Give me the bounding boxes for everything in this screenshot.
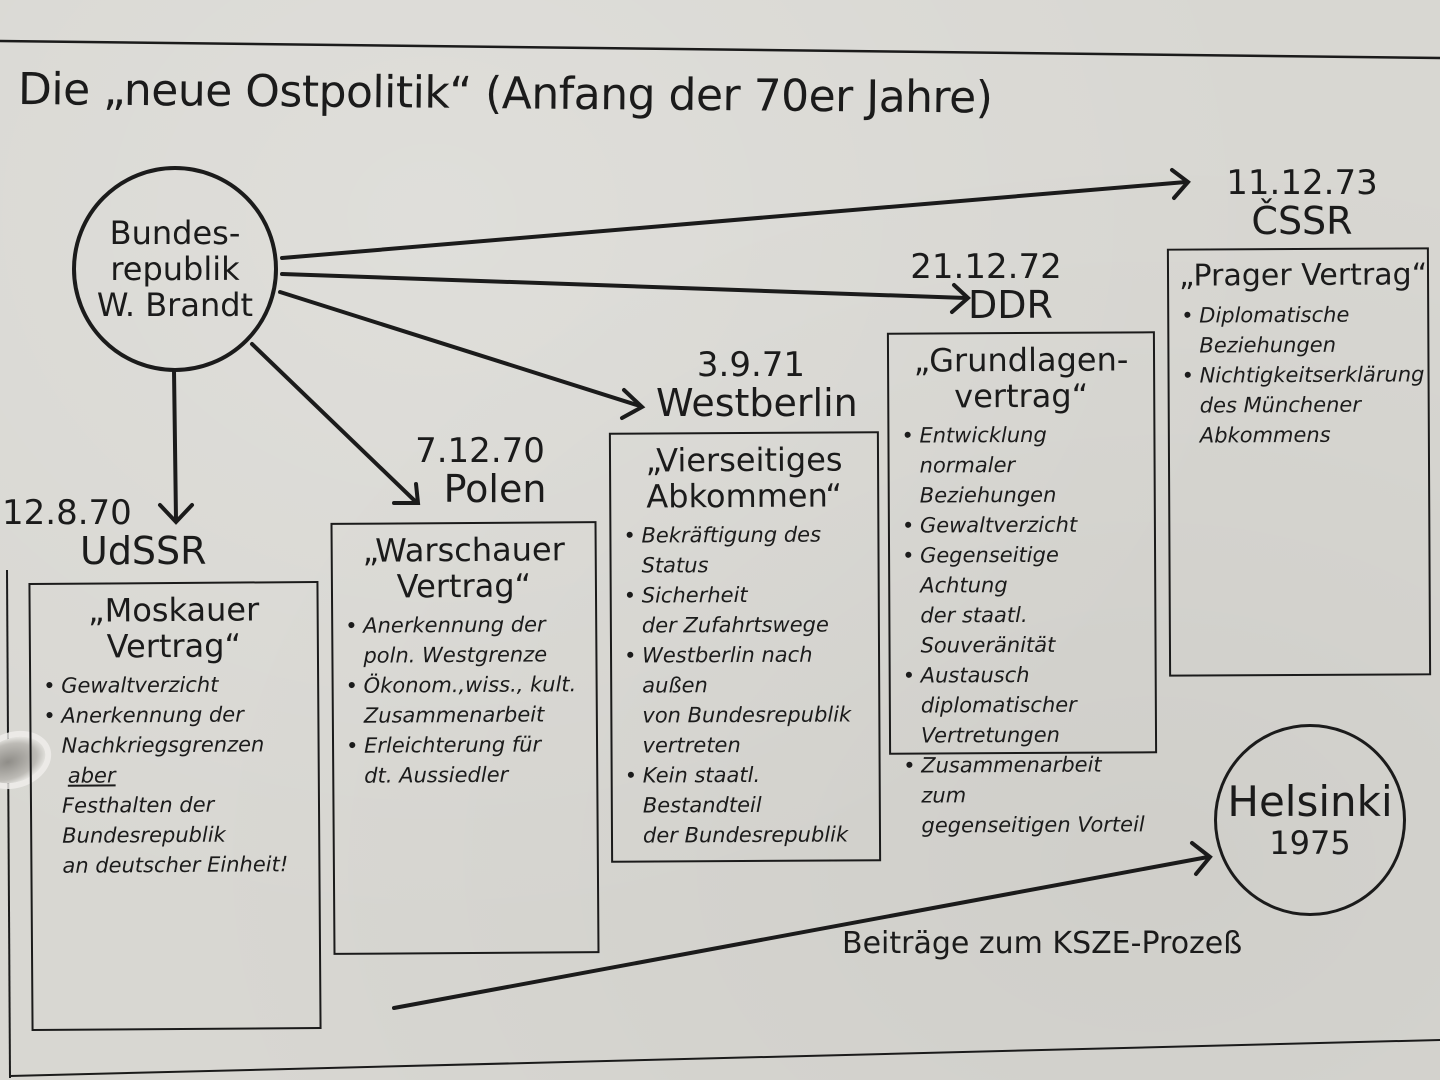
treaty-title: „Grundlagen- vertrag“: [899, 340, 1143, 416]
treaty-title-line: Vertrag“: [396, 566, 532, 606]
country-label: UdSSR: [80, 529, 207, 573]
bottom-rule: [9, 1039, 1440, 1077]
treaty-date: 11.12.73: [1226, 163, 1378, 203]
treaty-point: Westberlin nach außen von Bundesrepublik…: [622, 639, 869, 760]
treaty-date: 12.8.70: [2, 493, 132, 533]
treaty-point: Erleichterung für dt. Aussiedler: [344, 729, 586, 791]
treaty-title-line: „Warschauer: [362, 530, 565, 570]
page-title: Die „neue Ostpolitik“ (Anfang der 70er J…: [17, 64, 993, 124]
destination-cssr: 11.12.73 ČSSR: [1222, 164, 1382, 240]
treaty-title-line: „Vierseitiges: [645, 440, 843, 480]
treaty-box-grundlagen: „Grundlagen- vertrag“ Entwicklung normal…: [886, 331, 1158, 838]
arrow-cssr: [280, 168, 1191, 260]
destination-polen: 7.12.70 Polen: [400, 432, 560, 508]
treaty-point: Gewaltverzicht: [900, 509, 1144, 540]
treaty-point: Bekräftigung des Status: [621, 519, 867, 580]
top-rule: [0, 39, 1440, 60]
country-label: Polen: [443, 467, 547, 511]
treaty-point: Gegenseitige Achtung der staatl. Souverä…: [900, 539, 1145, 660]
helsinki-name: Helsinki: [1227, 777, 1393, 826]
left-frame: [6, 569, 11, 1079]
treaty-date: 7.12.70: [415, 431, 545, 471]
treaty-point: Entwicklung normaler Beziehungen: [899, 419, 1143, 510]
treaty-point: Diplomatische Beziehungen: [1179, 299, 1417, 360]
node-line: W. Brandt: [96, 286, 254, 324]
ksze-label: Beiträge zum KSZE-Prozeß: [842, 926, 1243, 961]
helsinki-year: 1975: [1269, 824, 1351, 862]
treaty-title-line: „Prager Vertrag“: [1178, 257, 1428, 294]
treaty-point: Nichtigkeitserklärung des Münchener Abko…: [1179, 359, 1424, 450]
aber-text: aber: [67, 763, 116, 788]
country-label: DDR: [968, 283, 1053, 327]
treaty-point: Festhalten der Bundesrepublik an deutsch…: [61, 792, 289, 878]
treaty-points: Anerkennung der poln. Westgrenze Ökonom.…: [343, 609, 586, 791]
treaty-box-vierseitig: „Vierseitiges Abkommen“ Bekräftigung des…: [608, 431, 882, 863]
bundesrepublik-brandt-node: Bundes- republik W. Brandt: [72, 166, 278, 372]
treaty-title-line: Vertrag“: [106, 626, 242, 666]
treaty-box-warschau: „Warschauer Vertrag“ Anerkennung der pol…: [330, 521, 600, 955]
treaty-date: 3.9.71: [696, 345, 806, 385]
treaty-title-line: Abkommen“: [646, 476, 843, 516]
node-line: Bundes-: [109, 214, 241, 252]
treaty-point: Anerkennung der Nachkriegsgrenzen: [41, 699, 307, 761]
treaty-title-line: vertrag“: [954, 376, 1089, 416]
treaty-point: Austausch diplomatischer Vertretungen: [901, 659, 1145, 750]
treaty-title-line: „Grundlagen-: [913, 340, 1129, 380]
treaty-box-moskau: „Moskauer Vertrag“ Gewaltverzicht Anerke…: [28, 580, 322, 1032]
treaty-points: Bekräftigung des Status Sicherheit der Z…: [621, 519, 869, 850]
treaty-point: Kein staatl. Bestandteil der Bundesrepub…: [623, 759, 869, 850]
country-label: Westberlin: [656, 381, 858, 425]
treaty-title: „Warschauer Vertrag“: [343, 530, 585, 606]
arrow-polen: [250, 342, 421, 505]
treaty-point: Anerkennung der poln. Westgrenze: [343, 609, 585, 671]
destination-westberlin: 3.9.71 Westberlin: [656, 345, 858, 425]
country-label: ČSSR: [1251, 199, 1353, 243]
destination-udssr: 12.8.70 UdSSR: [2, 494, 212, 570]
treaty-title-line: „Moskauer: [87, 590, 260, 630]
treaty-points: Entwicklung normaler Beziehungen Gewaltv…: [899, 419, 1145, 840]
treaty-point: Ökonom.,wiss., kult. Zusammenarbeit: [344, 669, 586, 731]
treaty-points: Diplomatische Beziehungen Nichtigkeitser…: [1179, 299, 1424, 450]
treaty-point: Gewaltverzicht: [41, 669, 307, 701]
treaty-date: 21.12.72: [910, 247, 1062, 287]
treaty-title: „Vierseitiges Abkommen“: [621, 440, 867, 516]
treaty-point: Zusammenarbeit zum gegenseitigen Vorteil: [901, 749, 1145, 840]
treaty-points: Gewaltverzicht Anerkennung der Nachkrieg…: [41, 669, 308, 881]
treaty-title: „Moskauer Vertrag“: [41, 590, 307, 666]
treaty-box-prag: „Prager Vertrag“ Diplomatische Beziehung…: [1166, 247, 1432, 677]
helsinki-node: Helsinki 1975: [1214, 724, 1406, 916]
arrow-westberlin: [278, 290, 646, 420]
destination-ddr: 21.12.72 DDR: [906, 248, 1066, 324]
treaty-title: „Prager Vertrag“: [1178, 257, 1428, 294]
treaty-point-aber: aber: [42, 759, 308, 791]
arrow-ddr: [280, 272, 971, 314]
node-line: republik: [110, 250, 240, 288]
treaty-point: Sicherheit der Zufahrtswege: [622, 579, 868, 640]
